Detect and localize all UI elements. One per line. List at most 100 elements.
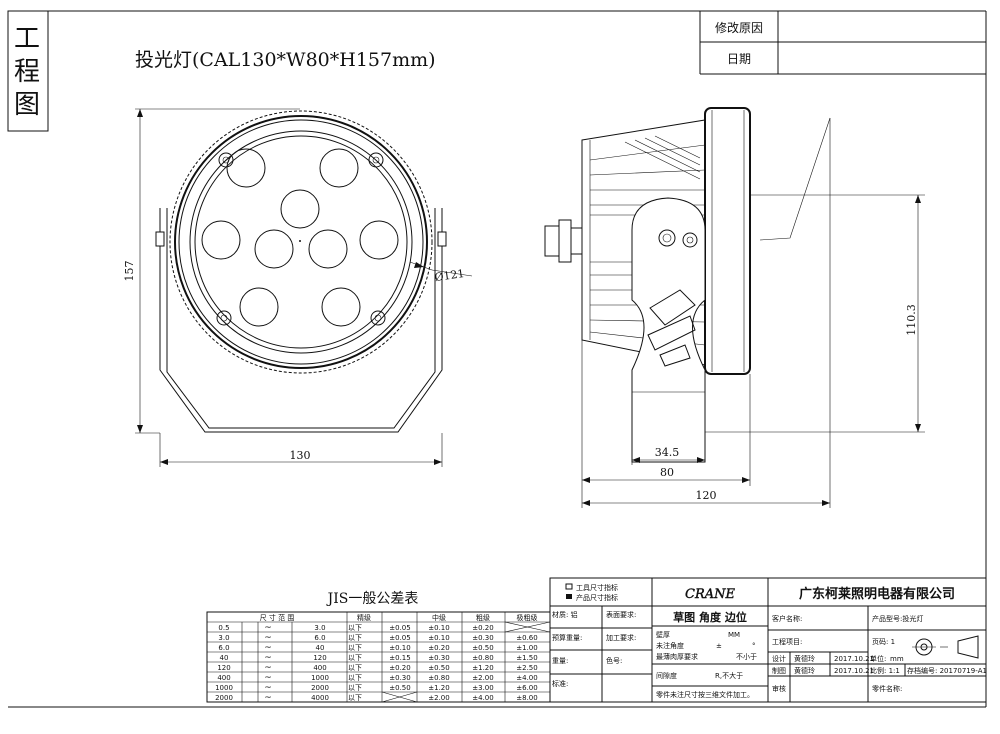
process: 加工要求: — [606, 633, 636, 642]
title-block: 工具尺寸指标 产品尺寸指标 CRANE 广东柯莱照明电器有限公司 材质: 铝 表… — [549, 577, 987, 703]
tol-to: 400 — [313, 664, 326, 672]
tol-from: 400 — [217, 674, 230, 682]
tol-vcoarse: ±6.00 — [516, 684, 537, 692]
tilde-icon: ~ — [264, 653, 272, 663]
tolerance-title: JIS一般公差表 — [326, 591, 419, 607]
tol-coarse: ±0.30 — [472, 634, 493, 642]
tol-coarse: ±0.20 — [472, 624, 493, 632]
wall-unit: MM — [728, 631, 740, 639]
tol-note: 以下 — [348, 654, 362, 662]
tilde-icon: ~ — [264, 673, 272, 683]
dim-width-front: 130 — [290, 449, 311, 462]
product-heading: 投光灯(CAL130*W80*H157mm) — [135, 49, 436, 71]
surface: 表面要求: — [606, 610, 636, 619]
page-number: 页码: 1 — [872, 638, 895, 646]
tol-vcoarse: ±1.50 — [516, 654, 537, 662]
tol-medium: ±0.10 — [428, 624, 449, 632]
tilde-icon: ~ — [264, 663, 272, 673]
revision-label: 修改原因 — [715, 20, 763, 35]
tol-coarse: ±0.80 — [472, 654, 493, 662]
drawn-date: 2017.10.21 — [834, 667, 874, 675]
tol-note: 以下 — [348, 664, 362, 672]
tol-coarse: ±2.00 — [472, 674, 493, 682]
standard: 标准: — [552, 679, 568, 688]
gap: 间隙度 — [656, 671, 677, 680]
designer: 黄德玲 — [794, 654, 815, 663]
tol-to: 120 — [313, 654, 326, 662]
draft-angle: 未注角度 — [656, 641, 684, 650]
side-title-1: 工 — [14, 24, 40, 54]
side-title-3: 图 — [14, 90, 40, 120]
tol-fine: ±0.05 — [389, 624, 410, 632]
dim-height-front: 157 — [123, 261, 136, 282]
r-max: R,不大于 — [715, 671, 743, 680]
review-label: 审核 — [772, 684, 786, 693]
tol-head-range: 尺 寸 范 围 — [260, 613, 295, 622]
projection-symbol-icon — [912, 635, 979, 659]
part-name: 零件名称: — [872, 684, 902, 693]
logo: CRANE — [685, 587, 735, 602]
tol-note: 以下 — [348, 684, 362, 692]
tol-from: 40 — [220, 654, 229, 662]
tol-to: 40 — [316, 644, 325, 652]
empty-cell-cross — [381, 691, 418, 703]
dim-bracket-width: 34.5 — [655, 446, 680, 459]
side-view — [544, 107, 831, 463]
tol-from: 3.0 — [218, 634, 229, 642]
tol-note: 以下 — [348, 694, 362, 702]
tol-note: 以下 — [348, 644, 362, 652]
note: 零件未注尺寸按三维文件加工。 — [656, 690, 754, 699]
tol-from: 0.5 — [218, 624, 229, 632]
tol-coarse: ±1.20 — [472, 664, 493, 672]
dim-height-side: 110.3 — [905, 304, 918, 336]
tilde-icon: ~ — [264, 693, 272, 703]
company-name: 广东柯莱照明电器有限公司 — [799, 586, 955, 602]
side-title-box — [7, 10, 49, 132]
front-dimensions: 157 130 Ø121 — [123, 108, 473, 467]
tol-head-medium: 中级 — [432, 613, 446, 622]
tol-from: 2000 — [215, 694, 233, 702]
tol-medium: ±0.50 — [428, 664, 449, 672]
side-dimensions: 110.3 34.5 80 120 — [581, 118, 925, 508]
tol-medium: ±1.20 — [428, 684, 449, 692]
tol-vcoarse: ±1.00 — [516, 644, 537, 652]
not-less: 不小于 — [736, 652, 757, 661]
tol-note: 以下 — [348, 634, 362, 642]
tol-medium: ±0.80 — [428, 674, 449, 682]
weight: 重量: — [552, 657, 568, 665]
tol-to: 1000 — [311, 674, 329, 682]
min-wall: 最薄肉厚要求 — [656, 652, 698, 661]
drawer: 黄德玲 — [794, 666, 815, 675]
tol-fine: ±0.15 — [389, 654, 410, 662]
tol-vcoarse: ±8.00 — [516, 694, 537, 702]
dim-depth-total: 120 — [696, 489, 717, 502]
tol-note: 以下 — [348, 674, 362, 682]
draft-heading: 草图 角度 边位 — [673, 610, 747, 624]
side-title-2: 程 — [14, 57, 40, 87]
tol-fine: ±0.10 — [389, 644, 410, 652]
wall-label: 壁厚 — [656, 630, 670, 639]
drawing-number: 存档编号: 20170719-A1 — [907, 666, 987, 675]
tol-vcoarse: ±2.50 — [516, 664, 537, 672]
front-view — [155, 110, 447, 433]
product-model: 产品型号:投光灯 — [872, 614, 923, 623]
tol-to: 3.0 — [314, 624, 325, 632]
degree: ° — [752, 642, 756, 650]
tol-medium: ±0.10 — [428, 634, 449, 642]
tol-vcoarse: ±0.60 — [516, 634, 537, 642]
drawn-label: 制图 — [772, 666, 786, 675]
design-label: 设计 — [772, 654, 786, 663]
tilde-icon: ~ — [264, 643, 272, 653]
tol-fine: ±0.20 — [389, 664, 410, 672]
tol-medium: ±2.00 — [428, 694, 449, 702]
revision-box: 修改原因 日期 — [699, 11, 986, 75]
color-code: 色号: — [606, 656, 622, 665]
tol-coarse: ±3.00 — [472, 684, 493, 692]
tol-note: 以下 — [348, 624, 362, 632]
dim-diameter: Ø121 — [434, 267, 466, 284]
tol-from: 6.0 — [218, 644, 229, 652]
material: 材质: 铝 — [552, 610, 578, 619]
eng-item: 工程项目: — [772, 637, 802, 646]
